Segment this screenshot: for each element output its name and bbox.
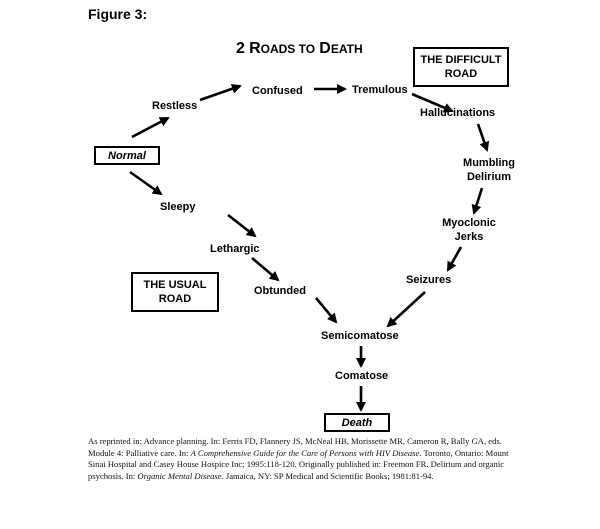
- arrow-obtunded-semicomatose: [315, 297, 338, 324]
- hallucinations-node: Hallucinations: [420, 107, 496, 119]
- obtunded-node: Obtunded: [254, 285, 306, 297]
- arrow-lethargic-obtunded: [251, 257, 280, 282]
- restless-node: Restless: [152, 100, 198, 112]
- death-label: Death: [341, 417, 373, 429]
- citation-caption: As reprinted in: Advance planning. In: F…: [88, 436, 509, 481]
- difficult-road-box: THE DIFFICULT ROAD: [413, 47, 509, 87]
- mumbling-delirium-node: Mumbling Delirium: [463, 157, 515, 183]
- normal-box: Normal: [94, 146, 160, 165]
- arrow-mumbling-myoclonic: [471, 187, 484, 215]
- arrow-myoclonic-seizures: [446, 246, 463, 272]
- figure-label: Figure 3:: [88, 6, 148, 22]
- comatose-node: Comatose: [335, 370, 389, 382]
- sleepy-node: Sleepy: [160, 201, 196, 213]
- usual-road-box: THE USUAL ROAD: [131, 272, 219, 312]
- normal-label: Normal: [108, 150, 146, 162]
- diagram-title: 2 ROADS TO DEATH: [236, 40, 363, 57]
- myoclonic-jerks-node: Myoclonic Jerks: [442, 217, 496, 243]
- arrow-normal-sleepy: [129, 170, 163, 196]
- arrow-normal-restless: [131, 116, 170, 139]
- arrow-seizures-semicomatose: [386, 291, 426, 328]
- arrow-tremulous-hallucinations: [411, 92, 454, 113]
- confused-node: Confused: [252, 85, 303, 97]
- tremulous-node: Tremulous: [352, 84, 408, 96]
- lethargic-node: Lethargic: [210, 243, 260, 255]
- arrow-sleepy-lethargic: [227, 213, 257, 238]
- arrow-restless-confused: [199, 83, 242, 102]
- seizures-node: Seizures: [406, 274, 452, 286]
- death-box: Death: [324, 413, 390, 432]
- arrow-hallucinations-mumbling: [476, 123, 490, 152]
- semicomatose-node: Semicomatose: [321, 330, 399, 342]
